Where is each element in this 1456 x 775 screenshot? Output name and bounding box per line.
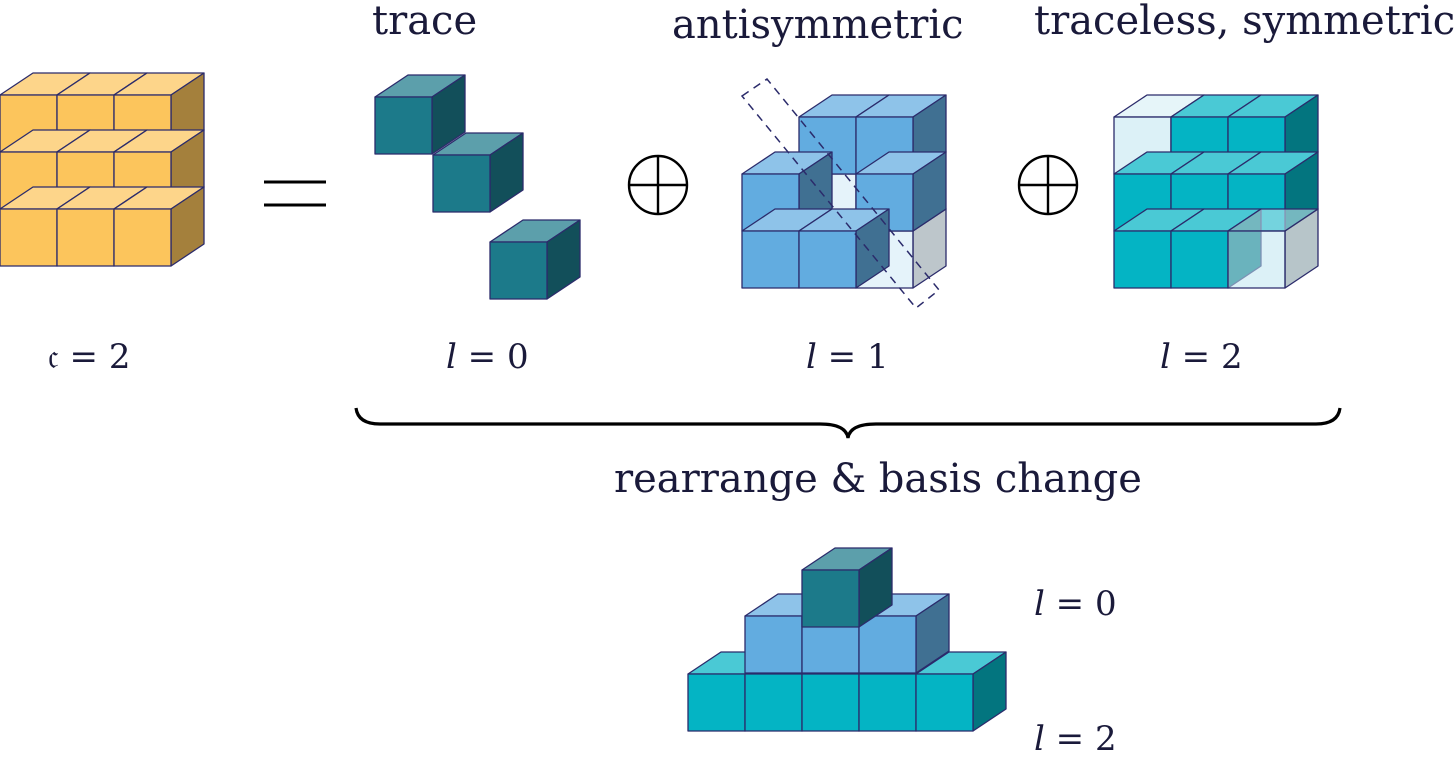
- cube: [432, 132, 524, 213]
- cube-front-face: [687, 673, 746, 732]
- cube-front-face: [1113, 230, 1172, 289]
- antisymmetric-diagonal-outline: [740, 77, 941, 310]
- trace-title: trace: [372, 0, 477, 44]
- symmetric-title: traceless, symmetric: [1034, 0, 1455, 44]
- cube-front-face: [56, 208, 115, 267]
- cube-front-face: [858, 673, 917, 732]
- cube-front-face: [801, 569, 860, 628]
- antisymmetric-title: antisymmetric: [672, 2, 964, 48]
- cube: [113, 186, 205, 267]
- rearrange-caption: rearrange & basis change: [614, 456, 1142, 502]
- cube: [489, 219, 581, 300]
- cube-front-face: [489, 241, 548, 300]
- c-label: 𝔠 = 2: [48, 337, 130, 377]
- symmetric-cubes: [1113, 94, 1319, 289]
- cube-front-face: [432, 154, 491, 213]
- cube-front-face: [915, 673, 974, 732]
- cube: [801, 547, 893, 628]
- antisymmetric-cubes: [741, 94, 947, 289]
- cube-front-face: [374, 96, 433, 155]
- cube-front-face: [858, 615, 917, 674]
- equals-icon: [264, 180, 326, 207]
- bottom-l0-label: l = 0: [1034, 584, 1117, 624]
- bottom-l2-label: l = 2: [1034, 719, 1117, 759]
- cube-front-face: [744, 615, 803, 674]
- cube-front-face: [0, 208, 58, 267]
- cube-front-face: [798, 230, 857, 289]
- direct-sum-icon: [627, 154, 689, 216]
- cube-front-face: [1227, 230, 1286, 289]
- cube: [915, 651, 1007, 732]
- cube-front-face: [1170, 230, 1229, 289]
- cube: [374, 74, 466, 155]
- l2-label: l = 2: [1160, 337, 1243, 377]
- direct-sum-icon: [1017, 154, 1079, 216]
- cube-front-face: [113, 208, 172, 267]
- l1-label: l = 1: [806, 337, 889, 377]
- cube-front-face: [801, 673, 860, 732]
- cube-front-face: [744, 673, 803, 732]
- trace-cubes: [374, 74, 581, 300]
- cube-front-face: [741, 230, 800, 289]
- rearranged-cube-stack: [687, 547, 1007, 732]
- l0-label: l = 0: [446, 337, 529, 377]
- input-tensor-cube-grid: [0, 72, 205, 267]
- cube: [1227, 208, 1319, 289]
- cube: [798, 208, 890, 289]
- underbrace: [354, 407, 1342, 439]
